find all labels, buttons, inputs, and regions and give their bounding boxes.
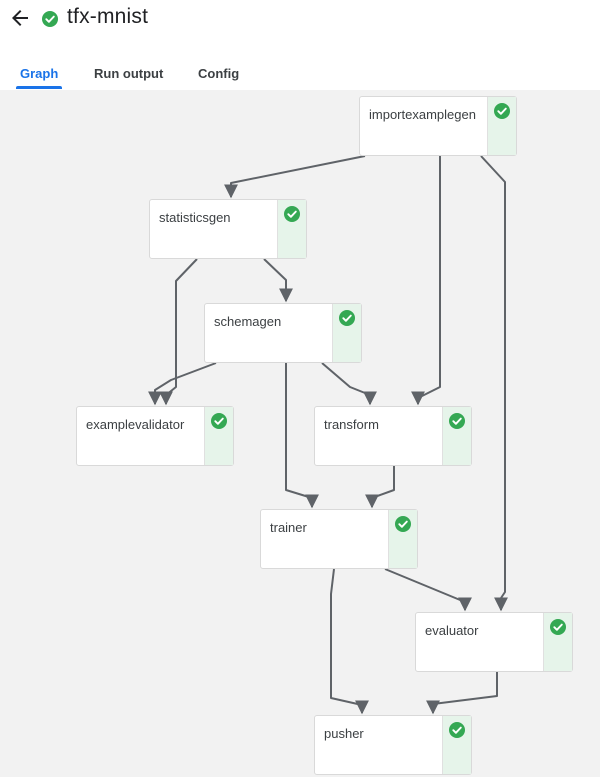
node-status-indicator bbox=[442, 716, 471, 774]
node-status-indicator bbox=[442, 407, 471, 465]
graph-node-evaluator[interactable]: evaluator bbox=[415, 612, 573, 672]
node-label: evaluator bbox=[425, 623, 479, 638]
node-label: pusher bbox=[324, 726, 364, 741]
check-circle-icon bbox=[494, 103, 510, 119]
check-circle-icon bbox=[550, 619, 566, 635]
graph-node-pusher[interactable]: pusher bbox=[314, 715, 472, 775]
check-circle-icon bbox=[449, 722, 465, 738]
tab-bar: Graph Run output Config bbox=[0, 40, 600, 90]
edge-schemagen-to-examplevalidator bbox=[148, 362, 217, 406]
check-circle-icon bbox=[42, 11, 58, 27]
node-status-indicator bbox=[277, 200, 306, 258]
edge-importexamplegen-to-evaluator bbox=[480, 155, 508, 612]
page-header: tfx-mnist bbox=[0, 0, 600, 41]
edge-trainer-to-evaluator bbox=[384, 568, 472, 612]
node-status-indicator bbox=[543, 613, 572, 671]
graph-node-trainer[interactable]: trainer bbox=[260, 509, 418, 569]
tab-run-output[interactable]: Run output bbox=[94, 66, 164, 81]
active-tab-indicator bbox=[16, 86, 62, 89]
graph-edges bbox=[148, 155, 508, 715]
node-label: statisticsgen bbox=[159, 210, 231, 225]
graph-node-importexamplegen[interactable]: importexamplegen bbox=[359, 96, 517, 156]
node-status-indicator bbox=[204, 407, 233, 465]
edge-statisticsgen-to-examplevalidator bbox=[159, 258, 198, 406]
graph-node-examplevalidator[interactable]: examplevalidator bbox=[76, 406, 234, 466]
edge-importexamplegen-to-statisticsgen bbox=[224, 155, 366, 199]
edge-evaluator-to-pusher bbox=[426, 672, 498, 715]
edge-schemagen-to-transform bbox=[321, 362, 377, 406]
graph-node-transform[interactable]: transform bbox=[314, 406, 472, 466]
edge-schemagen-to-trainer bbox=[285, 363, 319, 509]
check-circle-icon bbox=[211, 413, 227, 429]
edge-statisticsgen-to-schemagen bbox=[263, 258, 293, 303]
check-circle-icon bbox=[449, 413, 465, 429]
graph-node-statisticsgen[interactable]: statisticsgen bbox=[149, 199, 307, 259]
node-status-indicator bbox=[487, 97, 516, 155]
node-status-indicator bbox=[332, 304, 361, 362]
node-label: schemagen bbox=[214, 314, 282, 329]
check-circle-icon bbox=[284, 206, 300, 222]
tab-config[interactable]: Config bbox=[198, 66, 240, 81]
edge-trainer-to-pusher bbox=[330, 568, 369, 715]
check-circle-icon bbox=[395, 516, 411, 532]
node-label: examplevalidator bbox=[86, 417, 185, 432]
edge-importexamplegen-to-transform bbox=[411, 156, 441, 406]
graph-node-schemagen[interactable]: schemagen bbox=[204, 303, 362, 363]
tab-graph[interactable]: Graph bbox=[20, 66, 59, 81]
node-label: importexamplegen bbox=[369, 107, 476, 122]
node-label: transform bbox=[324, 417, 379, 432]
page-title: tfx-mnist bbox=[67, 5, 149, 28]
node-label: trainer bbox=[270, 520, 307, 535]
back-button[interactable] bbox=[8, 6, 32, 30]
graph-canvas: importexamplegen statisticsgen schemagen ex… bbox=[0, 90, 600, 777]
check-circle-icon bbox=[339, 310, 355, 326]
arrow-back-icon bbox=[12, 10, 28, 26]
node-status-indicator bbox=[388, 510, 417, 568]
edge-transform-to-trainer bbox=[365, 466, 395, 509]
